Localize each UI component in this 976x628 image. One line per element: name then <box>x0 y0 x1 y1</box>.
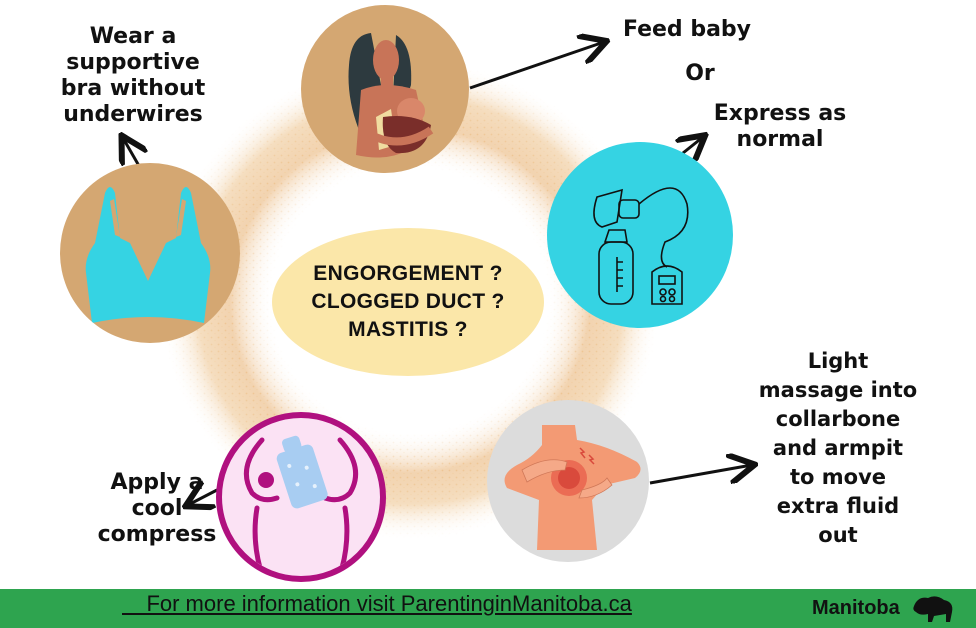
breast-massage-icon <box>504 425 641 550</box>
or-label: Or <box>685 61 715 86</box>
breastfeeding-mother-icon <box>348 33 434 158</box>
arrow-to-massage-label <box>649 465 752 485</box>
compress-circle <box>216 412 386 582</box>
center-line-engorgement: ENGORGEMENT ? <box>313 262 503 285</box>
feed-label: Feed baby <box>622 17 752 42</box>
center-line-mastitis: MASTITIS ? <box>348 318 468 341</box>
express-label: Express as normal <box>713 101 847 152</box>
more-info-link[interactable]: For more information visit ParentinginMa… <box>122 591 632 616</box>
arrow-to-compress-label <box>188 490 218 505</box>
compress-label: Apply a cool compress <box>97 470 217 547</box>
bra-label: Wear a supportive bra without underwires <box>60 24 206 127</box>
arrow-to-feed-label <box>469 42 604 90</box>
breast-pump-icon <box>593 187 689 305</box>
logo-text: Manitoba <box>812 597 900 619</box>
massage-circle <box>487 400 649 562</box>
cool-compress-icon <box>243 435 359 571</box>
bison-icon <box>913 596 953 622</box>
center-question-oval: ENGORGEMENT ? CLOGGED DUCT ? MASTITIS ? <box>272 228 544 376</box>
express-circle <box>547 142 733 328</box>
center-line-clogged-duct: CLOGGED DUCT ? <box>311 290 505 313</box>
massage-label: Light massage into collarbone and armpit… <box>758 349 918 547</box>
bra-icon <box>85 187 211 323</box>
bra-circle <box>60 163 240 343</box>
footer-bar: For more information visit ParentinginMa… <box>0 589 976 628</box>
feed-circle <box>301 5 469 173</box>
manitoba-logo: Manitoba <box>812 597 900 620</box>
